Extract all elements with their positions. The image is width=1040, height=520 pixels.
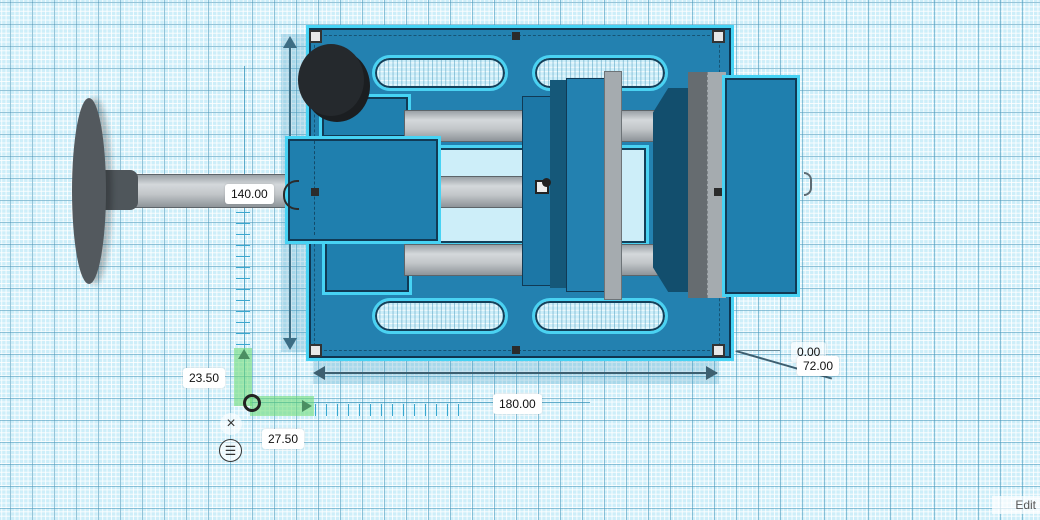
- height-dimension-label[interactable]: 140.00: [225, 184, 274, 204]
- edit-button[interactable]: Edit: [992, 496, 1040, 514]
- fixed-jaw-plate: [707, 72, 726, 298]
- snap-y-arrow-icon: [238, 349, 250, 359]
- width-arrow-right-icon: [706, 366, 718, 380]
- resize-handle-left-mid[interactable]: [311, 188, 319, 196]
- resize-handle-bottom-left[interactable]: [309, 344, 322, 357]
- offset-y-label[interactable]: 23.50: [183, 368, 226, 388]
- fixed-jaw-slope: [653, 88, 691, 292]
- moving-jaw-body[interactable]: [566, 78, 610, 292]
- vertical-ruler-ticks: [236, 212, 250, 352]
- resize-handle-right-mid[interactable]: [714, 188, 722, 196]
- elevation-leader-line: [736, 350, 780, 351]
- fixed-jaw-body[interactable]: [725, 78, 797, 294]
- horizontal-ruler-ticks: [315, 404, 469, 416]
- clamp-knob[interactable]: [298, 44, 364, 116]
- close-icon: ×: [226, 415, 236, 432]
- rotate-handle-right-icon[interactable]: [804, 172, 812, 196]
- base-slot-top-left: [372, 55, 508, 91]
- width-arrow-left-icon: [313, 366, 325, 380]
- rotate-handle-left-icon[interactable]: [283, 180, 299, 210]
- snap-y-indicator: [234, 348, 252, 406]
- offset-x-label[interactable]: 27.50: [262, 429, 305, 449]
- height-arrow-up-icon: [283, 36, 297, 48]
- height-arrow-down-icon: [283, 338, 297, 350]
- width-dimension-line: [315, 372, 717, 374]
- base-slot-bottom-right: [532, 298, 668, 334]
- menu-button[interactable]: ☰: [219, 439, 242, 462]
- horizontal-ruler: [250, 402, 590, 403]
- resize-handle-bottom-right[interactable]: [712, 344, 725, 357]
- menu-icon: ☰: [224, 443, 237, 458]
- fixed-jaw-plate-dark: [688, 72, 710, 298]
- rear-housing-lower[interactable]: [325, 240, 409, 292]
- moving-jaw-slope: [550, 80, 570, 288]
- resize-handle-bottom-mid[interactable]: [512, 346, 520, 354]
- resize-handle-top-mid[interactable]: [512, 32, 520, 40]
- base-slot-bottom-left: [372, 298, 508, 334]
- width-dimension-band: [313, 358, 719, 384]
- screw-nut-dot: [542, 178, 551, 187]
- width-dimension-label[interactable]: 180.00: [493, 394, 542, 414]
- moving-jaw-plate: [604, 71, 622, 300]
- origin-handle[interactable]: [243, 394, 261, 412]
- snap-x-indicator: [250, 396, 314, 416]
- rotation-angle-label[interactable]: 72.00: [797, 356, 840, 376]
- resize-handle-top-left[interactable]: [309, 30, 322, 43]
- snap-x-arrow-icon: [302, 400, 312, 412]
- close-button[interactable]: ×: [220, 413, 242, 435]
- resize-handle-top-right[interactable]: [712, 30, 725, 43]
- handwheel[interactable]: [72, 98, 106, 284]
